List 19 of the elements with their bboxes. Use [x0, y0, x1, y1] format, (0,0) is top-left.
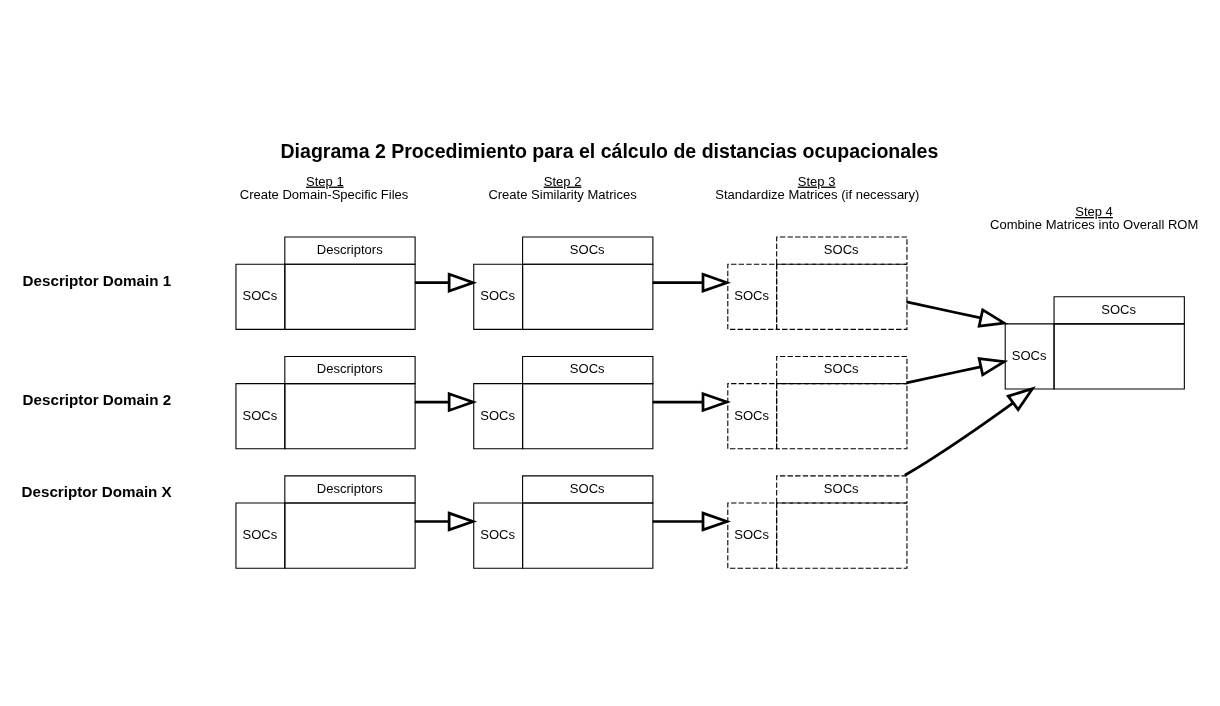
label: Create Domain-Specific Files	[239, 186, 409, 202]
arrow	[652, 271, 731, 293]
arrow	[414, 271, 478, 293]
label: Step 3	[797, 173, 836, 189]
arrow	[652, 510, 731, 532]
label: Standardize Matrices (if necessary)	[715, 186, 920, 202]
label: Descriptor Domain 1	[22, 271, 172, 289]
label: Descriptor Domain X	[21, 482, 172, 500]
label: Create Similarity Matrices	[488, 186, 637, 202]
arrow	[414, 510, 478, 532]
label: Descriptor Domain 2	[22, 390, 172, 408]
arrow	[906, 300, 1009, 328]
label: Step 1	[306, 173, 344, 189]
arrow	[414, 391, 478, 412]
diagram-title: Diagrama 2 Procedimiento para el cálculo de distancias ocupacionales	[280, 139, 939, 162]
label: Step 2	[543, 173, 582, 189]
arrow	[904, 385, 1036, 476]
arrow	[652, 391, 731, 412]
arrow	[906, 356, 1009, 384]
